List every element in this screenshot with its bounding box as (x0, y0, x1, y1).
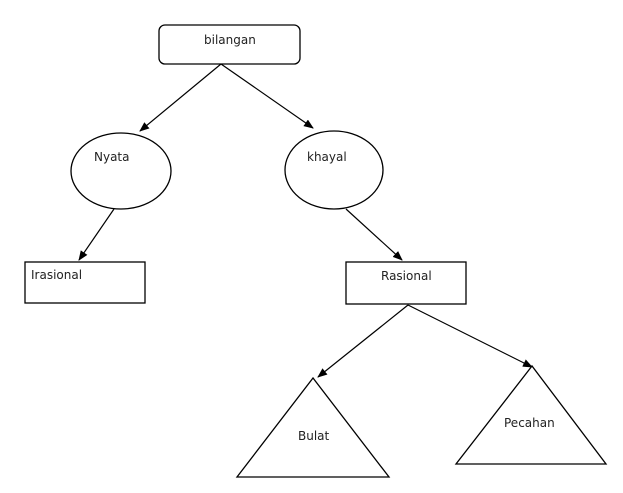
node-bulat-label: Bulat (298, 429, 330, 443)
node-irasional: Irasional (24, 261, 146, 304)
node-rasional-label: Rasional (381, 269, 432, 283)
node-rasional: Rasional (345, 261, 467, 305)
edges (78, 63, 533, 378)
node-nyata: Nyata (70, 132, 172, 210)
node-bilangan-label: bilangan (204, 33, 256, 47)
node-irasional-box (24, 261, 146, 304)
node-pecahan-label: Pecahan (504, 416, 555, 430)
node-rasional-box (345, 261, 467, 305)
node-nyata-label: Nyata (94, 150, 130, 164)
node-pecahan: Pecahan (454, 364, 608, 465)
node-khayal-label: khayal (307, 150, 347, 164)
node-bilangan: bilangan (158, 24, 301, 65)
edge-bilangan-khayal (220, 63, 314, 129)
edge-rasional-bulat (317, 304, 409, 378)
edge-bilangan-nyata (139, 63, 222, 132)
node-bilangan-box (158, 24, 301, 65)
node-bulat: Bulat (235, 376, 391, 478)
edge-rasional-pecahan (407, 304, 533, 368)
node-khayal: khayal (284, 130, 384, 210)
node-irasional-label: Irasional (31, 268, 82, 282)
node-pecahan-triangle (454, 364, 608, 465)
edge-nyata-irasional (78, 208, 115, 261)
node-nyata-ellipse (70, 132, 172, 210)
edge-khayal-rasional (345, 208, 403, 261)
node-bulat-triangle (235, 376, 391, 478)
node-khayal-ellipse (284, 130, 384, 210)
